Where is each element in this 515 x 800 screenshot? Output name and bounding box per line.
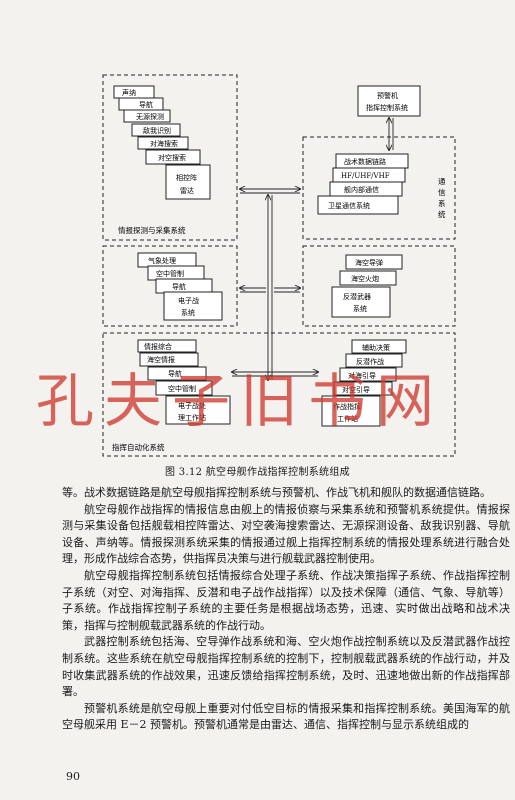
weapons-card-1: 海空火炮 [351, 274, 379, 283]
paragraph-2: 航空母舰指挥控制系统包括情报综合处理子系统、作战决策指挥子系统、作战指挥控制子系… [62, 568, 510, 632]
weapons-card-2: 反潜武器 [343, 292, 371, 301]
sensor-card-4: 对海搜索 [150, 139, 178, 148]
system-diagram: 声纳 导航 无源探测 敌我识别 对海搜索 对空搜索 相控阵 雷达 情报探测与采集… [102, 74, 456, 457]
aew-line-2: 指挥控制系统 [366, 103, 408, 112]
comm-card-0: 战术数据链路 [344, 157, 386, 166]
sensor-card-1: 导航 [139, 100, 153, 109]
page-number: 90 [66, 770, 80, 783]
c2-right-card-5: 工作站 [337, 414, 358, 423]
sensor-card-7: 雷达 [180, 186, 194, 195]
connectors [232, 118, 394, 380]
sensor-card-6: 相控阵 [176, 173, 197, 182]
body-text: 等。战术数据链路是航空母舰指挥控制系统与预警机、作战飞机和舰队的数据通信链路。 … [62, 485, 510, 734]
c2-right-card-2: 对海引导 [348, 371, 376, 380]
c2-left-card-3: 空中管制 [168, 384, 196, 393]
c2-left-card-1: 海空情报 [147, 355, 175, 364]
sensor-card-2: 无源探测 [136, 112, 164, 121]
comm-label-2: 系 [438, 198, 446, 208]
sensor-group-label: 情报探测与采集系统 [118, 225, 186, 235]
paragraph-4: 预警机系统是航空母舰上重要对付低空目标的情报采集和指挥控制系统。美国海军的航空母… [62, 701, 510, 732]
aew-box [357, 85, 421, 117]
c2-right-card-1: 反潜作战 [356, 357, 384, 366]
ew-card-2: 导航 [172, 282, 186, 291]
comm-label-0: 通 [438, 176, 446, 186]
sensor-cards: 声纳 导航 无源探测 敌我识别 对海搜索 对空搜索 相控阵 雷达 [113, 85, 211, 200]
weapons-group-frame [302, 245, 456, 327]
c2-group-frame [102, 332, 456, 457]
sensor-card-5: 对空搜索 [158, 153, 186, 162]
paragraph-3: 武器控制系统包括海、空导弹作战系统和海、空火炮作战控制系统以及反潜武器作战控制系… [62, 635, 510, 699]
c2-left-cards: 情报综合 海空情报 导航 空中管制 电子战处 理工作站 [137, 339, 231, 425]
c2-right-card-0: 辅助决策 [362, 343, 390, 352]
comm-group-frame [302, 136, 456, 240]
weapons-card-0: 海空导弹 [355, 258, 383, 267]
ew-card-4: 系统 [181, 308, 195, 317]
c2-right-card-3: 对空引导 [342, 385, 370, 394]
weapons-cards: 海空导弹 海空火炮 反潜武器 系统 [331, 254, 403, 318]
c2-left-card-5: 理工作站 [178, 413, 206, 422]
c2-left-card-2: 导航 [168, 369, 182, 378]
sensor-card-3: 敌我识别 [143, 126, 171, 135]
ew-card-0: 气象处理 [148, 256, 176, 265]
c2-right-card-4: 作战指挥 [333, 402, 361, 411]
ew-cards: 气象处理 空中管制 导航 电子战 系统 [137, 252, 223, 321]
sensor-group-frame [102, 74, 238, 241]
c2-left-card-4: 电子战处 [178, 401, 206, 410]
sensor-card-0: 声纳 [122, 88, 136, 97]
ew-group-frame [102, 245, 238, 327]
c2-left-card-0: 情报综合 [144, 342, 172, 351]
paragraph-0: 等。战术数据链路是航空母舰指挥控制系统与预警机、作战飞机和舰队的数据通信链路。 [62, 486, 491, 499]
weapons-card-3: 系统 [353, 304, 367, 313]
ew-card-1: 空中管制 [156, 269, 184, 278]
comm-card-1: HF/UHF/VHF [341, 172, 390, 180]
c2-right-cards: 辅助决策 反潜作战 对海引导 对空引导 作战指挥 工作站 [321, 339, 407, 427]
paragraph-1: 航空母舰作战指挥的情报信息由舰上的情报侦察与采集系统和预警机系统提供。情报探测与… [62, 502, 510, 566]
comm-card-2: 舰内部通信 [344, 185, 379, 194]
comm-label-3: 统 [438, 209, 446, 219]
comm-card-3: 卫星通信系统 [328, 201, 370, 210]
ew-card-3: 电子战 [178, 296, 199, 305]
aew-line-1: 预警机 [377, 91, 398, 100]
comm-cards: 战术数据链路 HF/UHF/VHF 舰内部通信 卫星通信系统 [317, 153, 409, 215]
figure-caption: 图 3.12 航空母舰作战指挥控制系统组成 [165, 467, 350, 478]
comm-label-1: 信 [438, 187, 446, 197]
c2-group-label: 指挥自动化系统 [112, 442, 165, 452]
